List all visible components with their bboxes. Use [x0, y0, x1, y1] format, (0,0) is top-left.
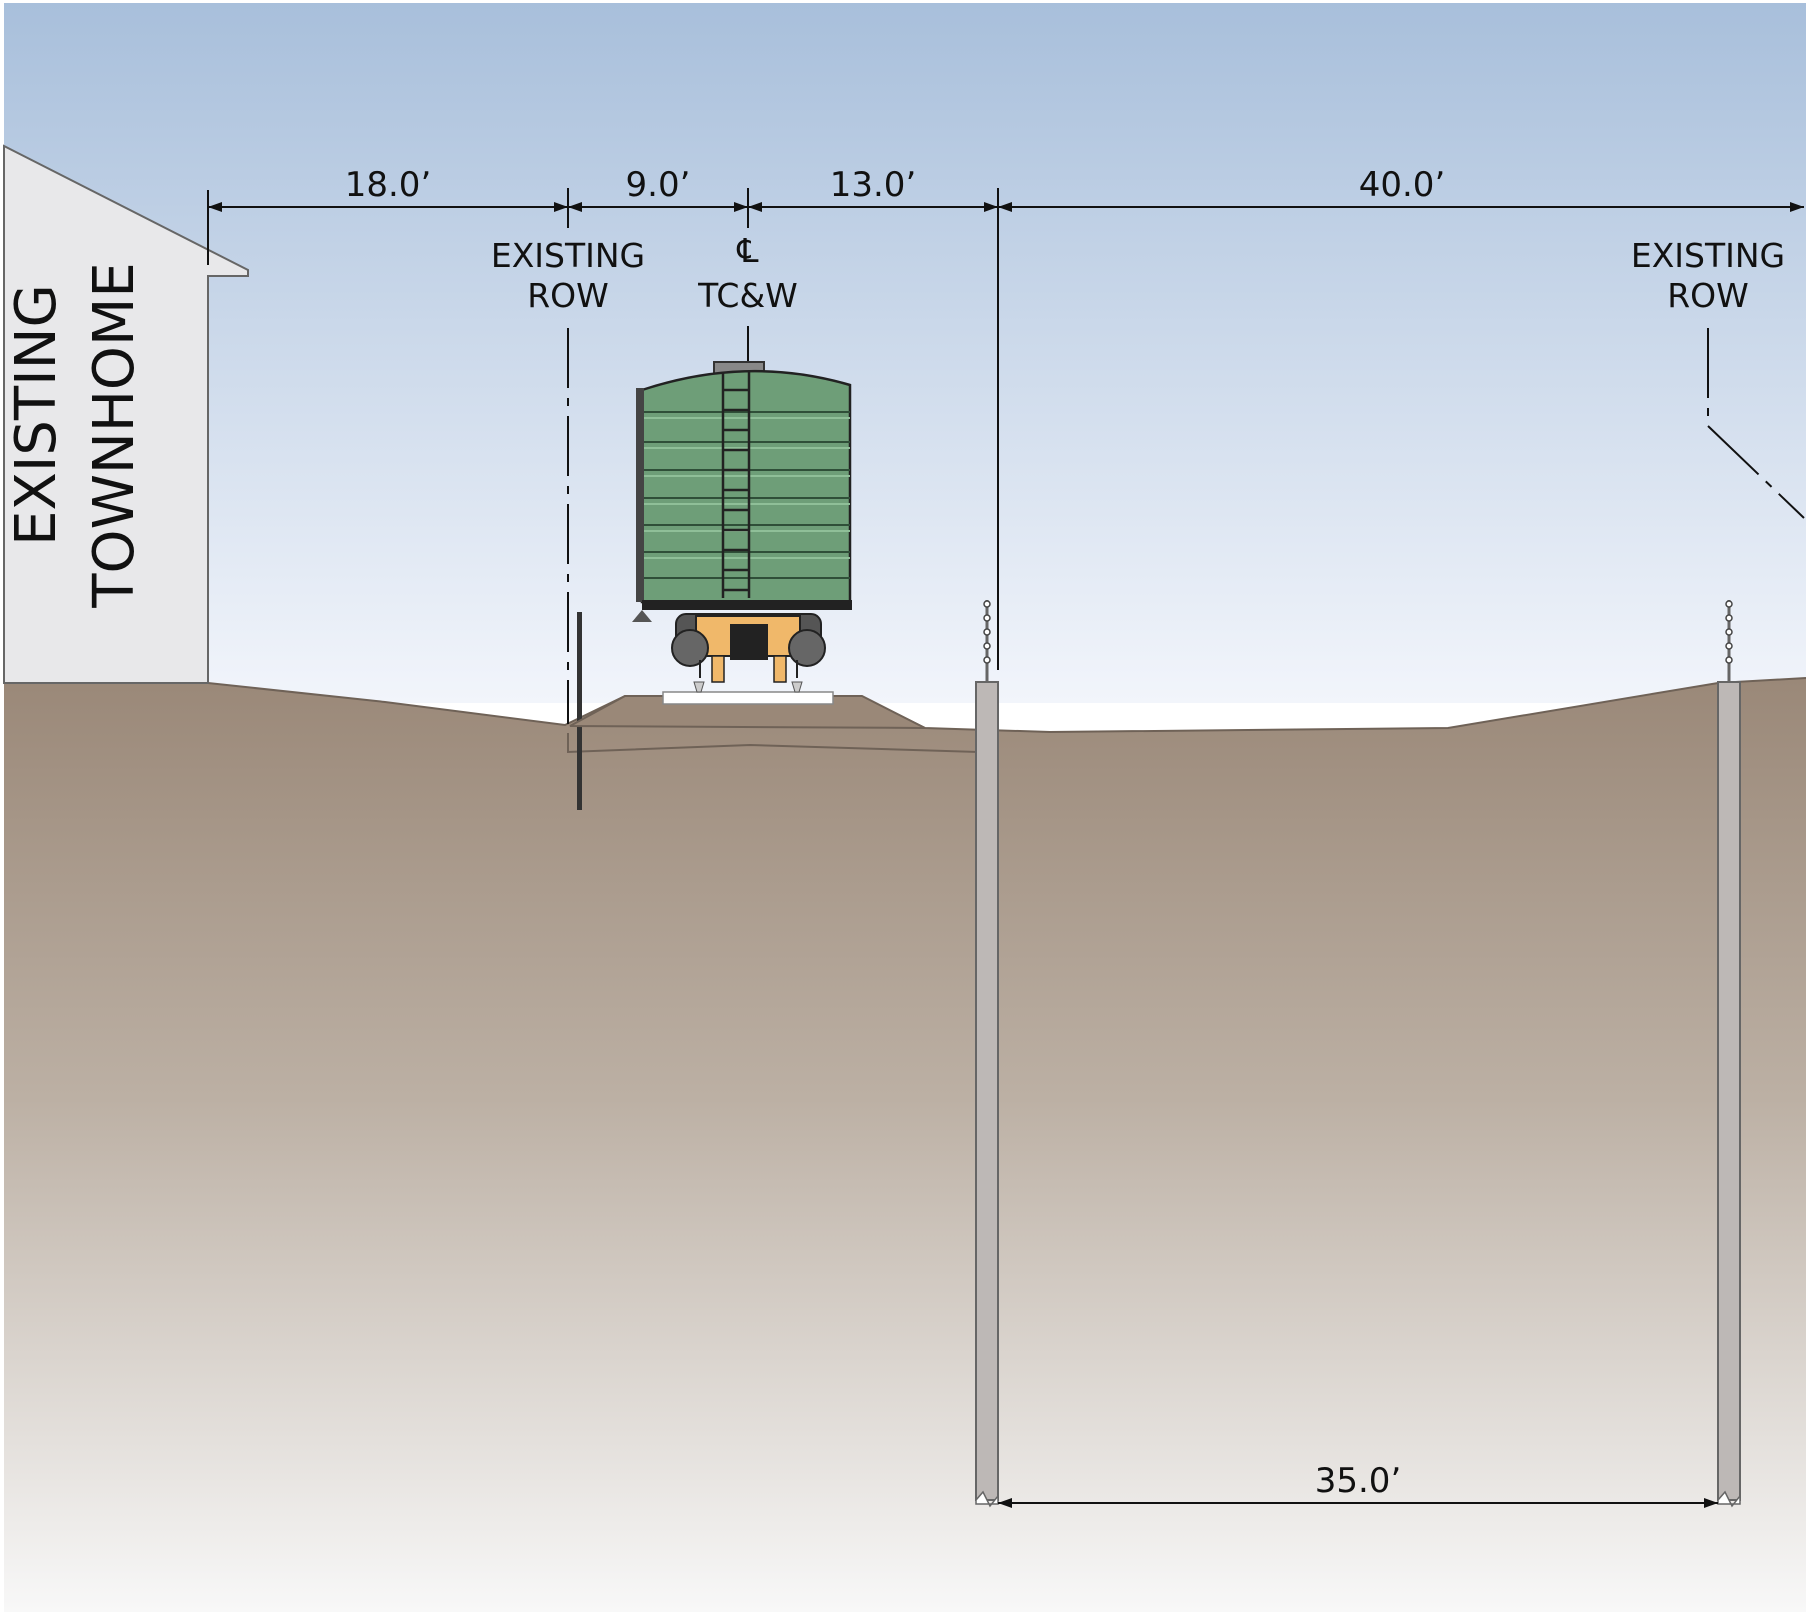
- railcar-body: [640, 369, 852, 604]
- railcar-underframe: [642, 600, 852, 610]
- dimension-text-40: 40.0’: [1359, 165, 1446, 205]
- rail-left: [693, 681, 705, 693]
- existing-townhome: EXISTING TOWNHOME: [3, 144, 249, 684]
- rail-right: [791, 681, 803, 693]
- fence-post: [577, 612, 582, 810]
- dimension-text-9: 9.0’: [626, 165, 691, 205]
- townhome-label-line1: EXISTING: [4, 284, 69, 546]
- retaining-wall-right: [1717, 600, 1741, 1508]
- row-right-label-line2: ROW: [1667, 276, 1749, 315]
- row-right-label-line1: EXISTING: [1631, 236, 1785, 275]
- retaining-wall-left: [975, 600, 999, 1508]
- ground: [4, 678, 1806, 1612]
- centerline-label: TC&W: [697, 276, 798, 315]
- sky: [4, 3, 1806, 703]
- centerline-symbol: ℄: [736, 231, 758, 270]
- row-left-label-line1: EXISTING: [491, 236, 645, 275]
- railcar: [632, 361, 852, 693]
- track-ballast: [569, 695, 926, 729]
- dimension-text-13: 13.0’: [830, 165, 917, 205]
- dimension-text-35: 35.0’: [1315, 1461, 1402, 1501]
- row-left-label-line2: ROW: [527, 276, 609, 315]
- dimension-text-18: 18.0’: [345, 165, 432, 205]
- railroad-tie: [662, 691, 834, 705]
- railcar-ladder: [721, 372, 751, 598]
- row-right-line: [1707, 328, 1805, 519]
- townhome-label-line2: TOWNHOME: [82, 262, 147, 608]
- railcar-truck: [671, 613, 826, 683]
